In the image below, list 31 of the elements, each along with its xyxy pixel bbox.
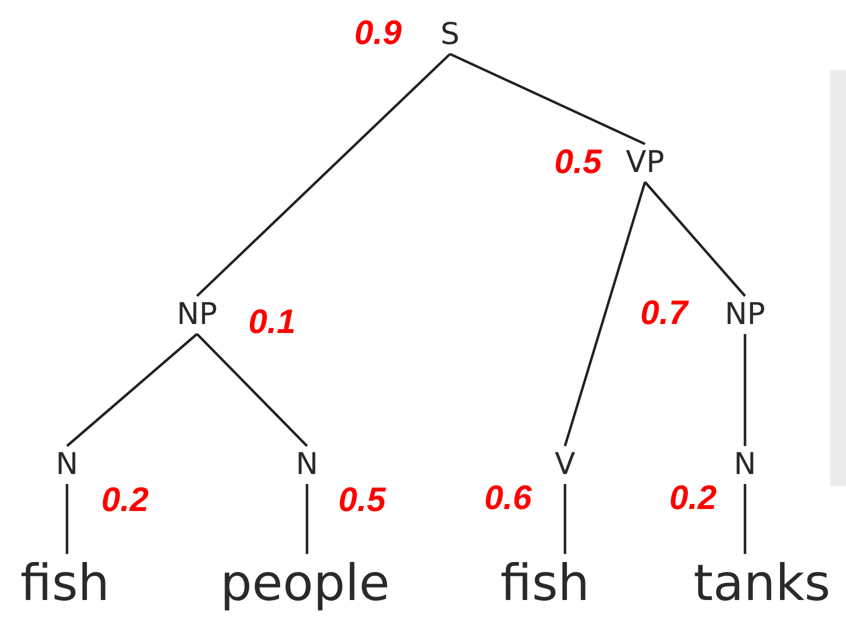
category-label: N: [56, 450, 78, 480]
probability-value: 0.5: [338, 483, 386, 517]
tree-branch: [744, 334, 746, 446]
tree-branch: [66, 333, 198, 447]
tree-branch: [644, 181, 746, 297]
category-label: NP: [724, 300, 766, 330]
leaf-word: people: [220, 558, 390, 608]
category-label: V: [554, 450, 576, 480]
category-label: S: [440, 20, 460, 50]
leaf-word: tanks: [694, 558, 830, 608]
probability-value: 0.2: [669, 481, 717, 515]
probability-value: 0.2: [101, 483, 149, 517]
tree-branch: [449, 52, 646, 146]
probability-value: 0.5: [554, 145, 602, 179]
probability-value: 0.6: [484, 481, 532, 515]
tree-branch: [66, 484, 68, 554]
tree-branch: [196, 333, 308, 447]
category-label: N: [734, 450, 756, 480]
probability-value: 0.9: [354, 16, 402, 50]
category-label: N: [296, 450, 318, 480]
leaf-word: fish: [20, 558, 110, 608]
probability-value: 0.7: [640, 296, 688, 330]
tree-branch: [306, 484, 308, 554]
tree-branch: [196, 53, 451, 297]
probability-value: 0.1: [248, 305, 296, 339]
tree-branch: [744, 484, 746, 554]
tree-branch: [564, 484, 566, 554]
category-label: NP: [176, 300, 218, 330]
category-label: VP: [626, 148, 664, 178]
leaf-word: fish: [500, 558, 590, 608]
tree-branch: [564, 182, 646, 446]
